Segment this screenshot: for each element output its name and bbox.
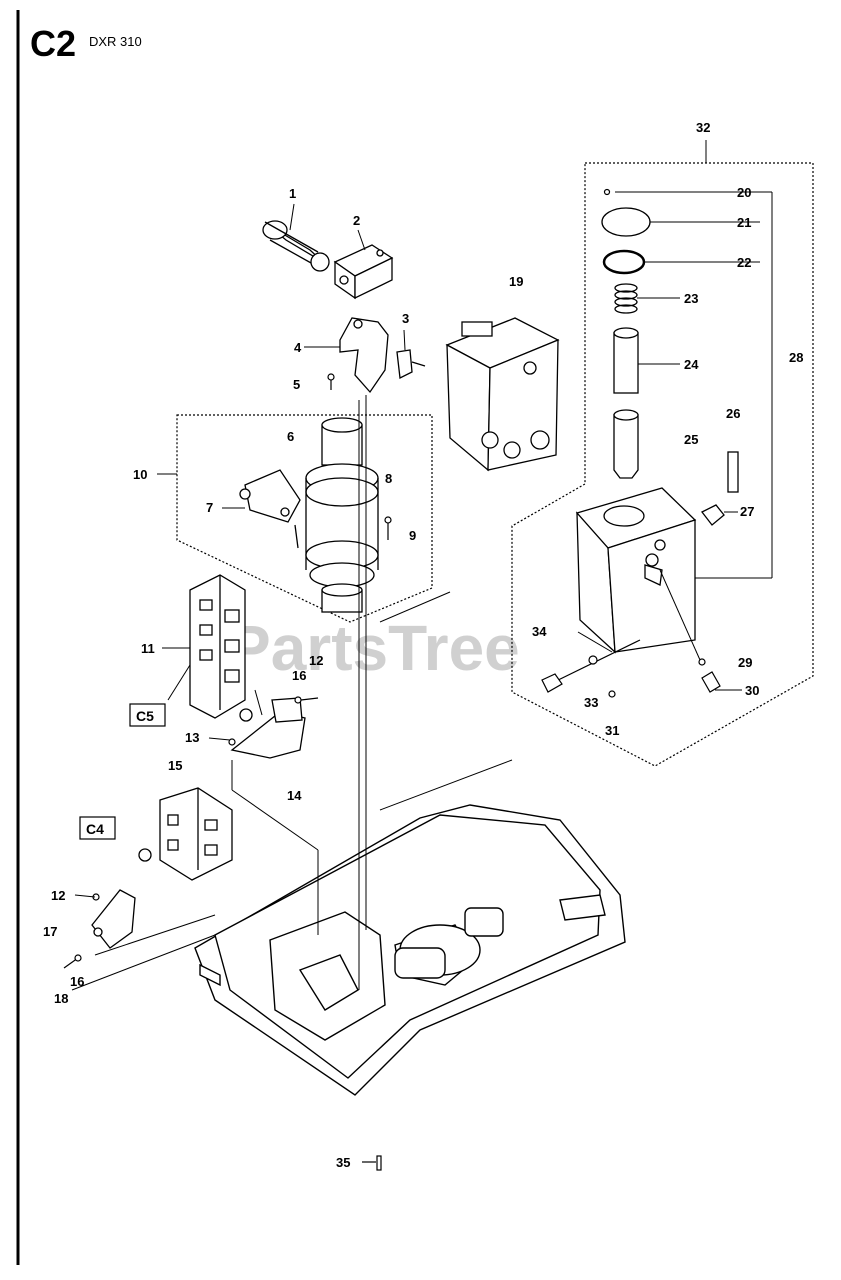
part-11-control-valve	[189, 574, 253, 722]
callout-19: 19	[509, 274, 523, 289]
callout-9: 9	[409, 528, 416, 543]
part-27-fitting	[701, 504, 725, 526]
callout-17: 17	[43, 924, 57, 939]
callout-1: 1	[289, 186, 296, 201]
section-code: C2	[30, 23, 77, 64]
part-7-clamp	[239, 469, 301, 549]
part-16-bolt	[294, 696, 319, 704]
callout-12-upper: 12	[309, 653, 323, 668]
callout-7: 7	[206, 500, 213, 515]
part-18-bolt	[63, 954, 82, 969]
part-19-pump	[445, 317, 560, 472]
reference-box-c5-label: C5	[136, 708, 154, 724]
callout-10: 10	[133, 467, 147, 482]
callout-5: 5	[293, 377, 300, 392]
callout-4: 4	[294, 340, 302, 355]
callout-31: 31	[605, 723, 619, 738]
part-20-screw	[603, 188, 611, 196]
reference-box-c4[interactable]: C4	[79, 816, 116, 840]
callout-21: 21	[737, 215, 751, 230]
base-frame	[194, 804, 626, 1096]
part-2-valve-block	[333, 244, 394, 300]
callout-3: 3	[402, 311, 409, 326]
part-14-bracket	[230, 697, 306, 759]
callout-12-lower: 12	[51, 888, 65, 903]
callout-28: 28	[789, 350, 803, 365]
callout-33: 33	[584, 695, 598, 710]
callout-26: 26	[726, 406, 740, 421]
part-34-drain	[541, 639, 641, 698]
callout-18: 18	[54, 991, 68, 1006]
callout-22: 22	[737, 255, 751, 270]
part-15-aux-valve	[138, 787, 233, 881]
callout-30: 30	[745, 683, 759, 698]
callout-34: 34	[532, 624, 547, 639]
part-4-bracket	[339, 317, 426, 394]
callout-16-lower: 16	[70, 974, 84, 989]
part-9-bolt	[384, 516, 392, 540]
callout-20: 20	[737, 185, 751, 200]
callout-13: 13	[185, 730, 199, 745]
callout-8: 8	[385, 471, 392, 486]
part-22-seal	[602, 249, 646, 275]
callout-29: 29	[738, 655, 752, 670]
part-24-filter	[613, 327, 639, 394]
part-17-bracket	[91, 889, 136, 949]
part-23-spring	[614, 283, 638, 314]
callout-32: 32	[696, 120, 710, 135]
callout-24: 24	[684, 357, 699, 372]
part-26-sight-gauge	[727, 451, 739, 493]
callout-16-upper: 16	[292, 668, 306, 683]
callout-23: 23	[684, 291, 698, 306]
callout-14: 14	[287, 788, 302, 803]
callout-25: 25	[684, 432, 698, 447]
callout-35: 35	[336, 1155, 350, 1170]
part-5-bolt	[327, 373, 335, 390]
leader-lines	[71, 140, 773, 991]
part-30-sensor	[698, 658, 721, 693]
callout-27: 27	[740, 504, 754, 519]
part-8-swivel-joint	[305, 417, 379, 613]
part-31-tank	[575, 487, 697, 654]
part-13-bolt	[228, 738, 236, 746]
callout-numbers: 1 2 3 4 5 6 7 8 9 10 11 12 12 13 14 15 1…	[43, 120, 803, 1170]
part-21-cover	[601, 207, 651, 237]
callout-11: 11	[141, 641, 155, 656]
part-35-pin	[362, 1155, 382, 1171]
callout-2: 2	[353, 213, 360, 228]
model-name: DXR 310	[89, 34, 142, 49]
reference-box-c4-label: C4	[86, 821, 104, 837]
part-25-strainer	[613, 409, 639, 479]
callout-6: 6	[287, 429, 294, 444]
watermark-text: PartsTree	[228, 612, 520, 684]
part-1-cylinder	[262, 220, 330, 272]
group-outline-32	[511, 162, 814, 767]
reference-box-c5[interactable]: C5	[129, 703, 166, 727]
group-outline-10	[176, 414, 433, 623]
callout-15: 15	[168, 758, 182, 773]
